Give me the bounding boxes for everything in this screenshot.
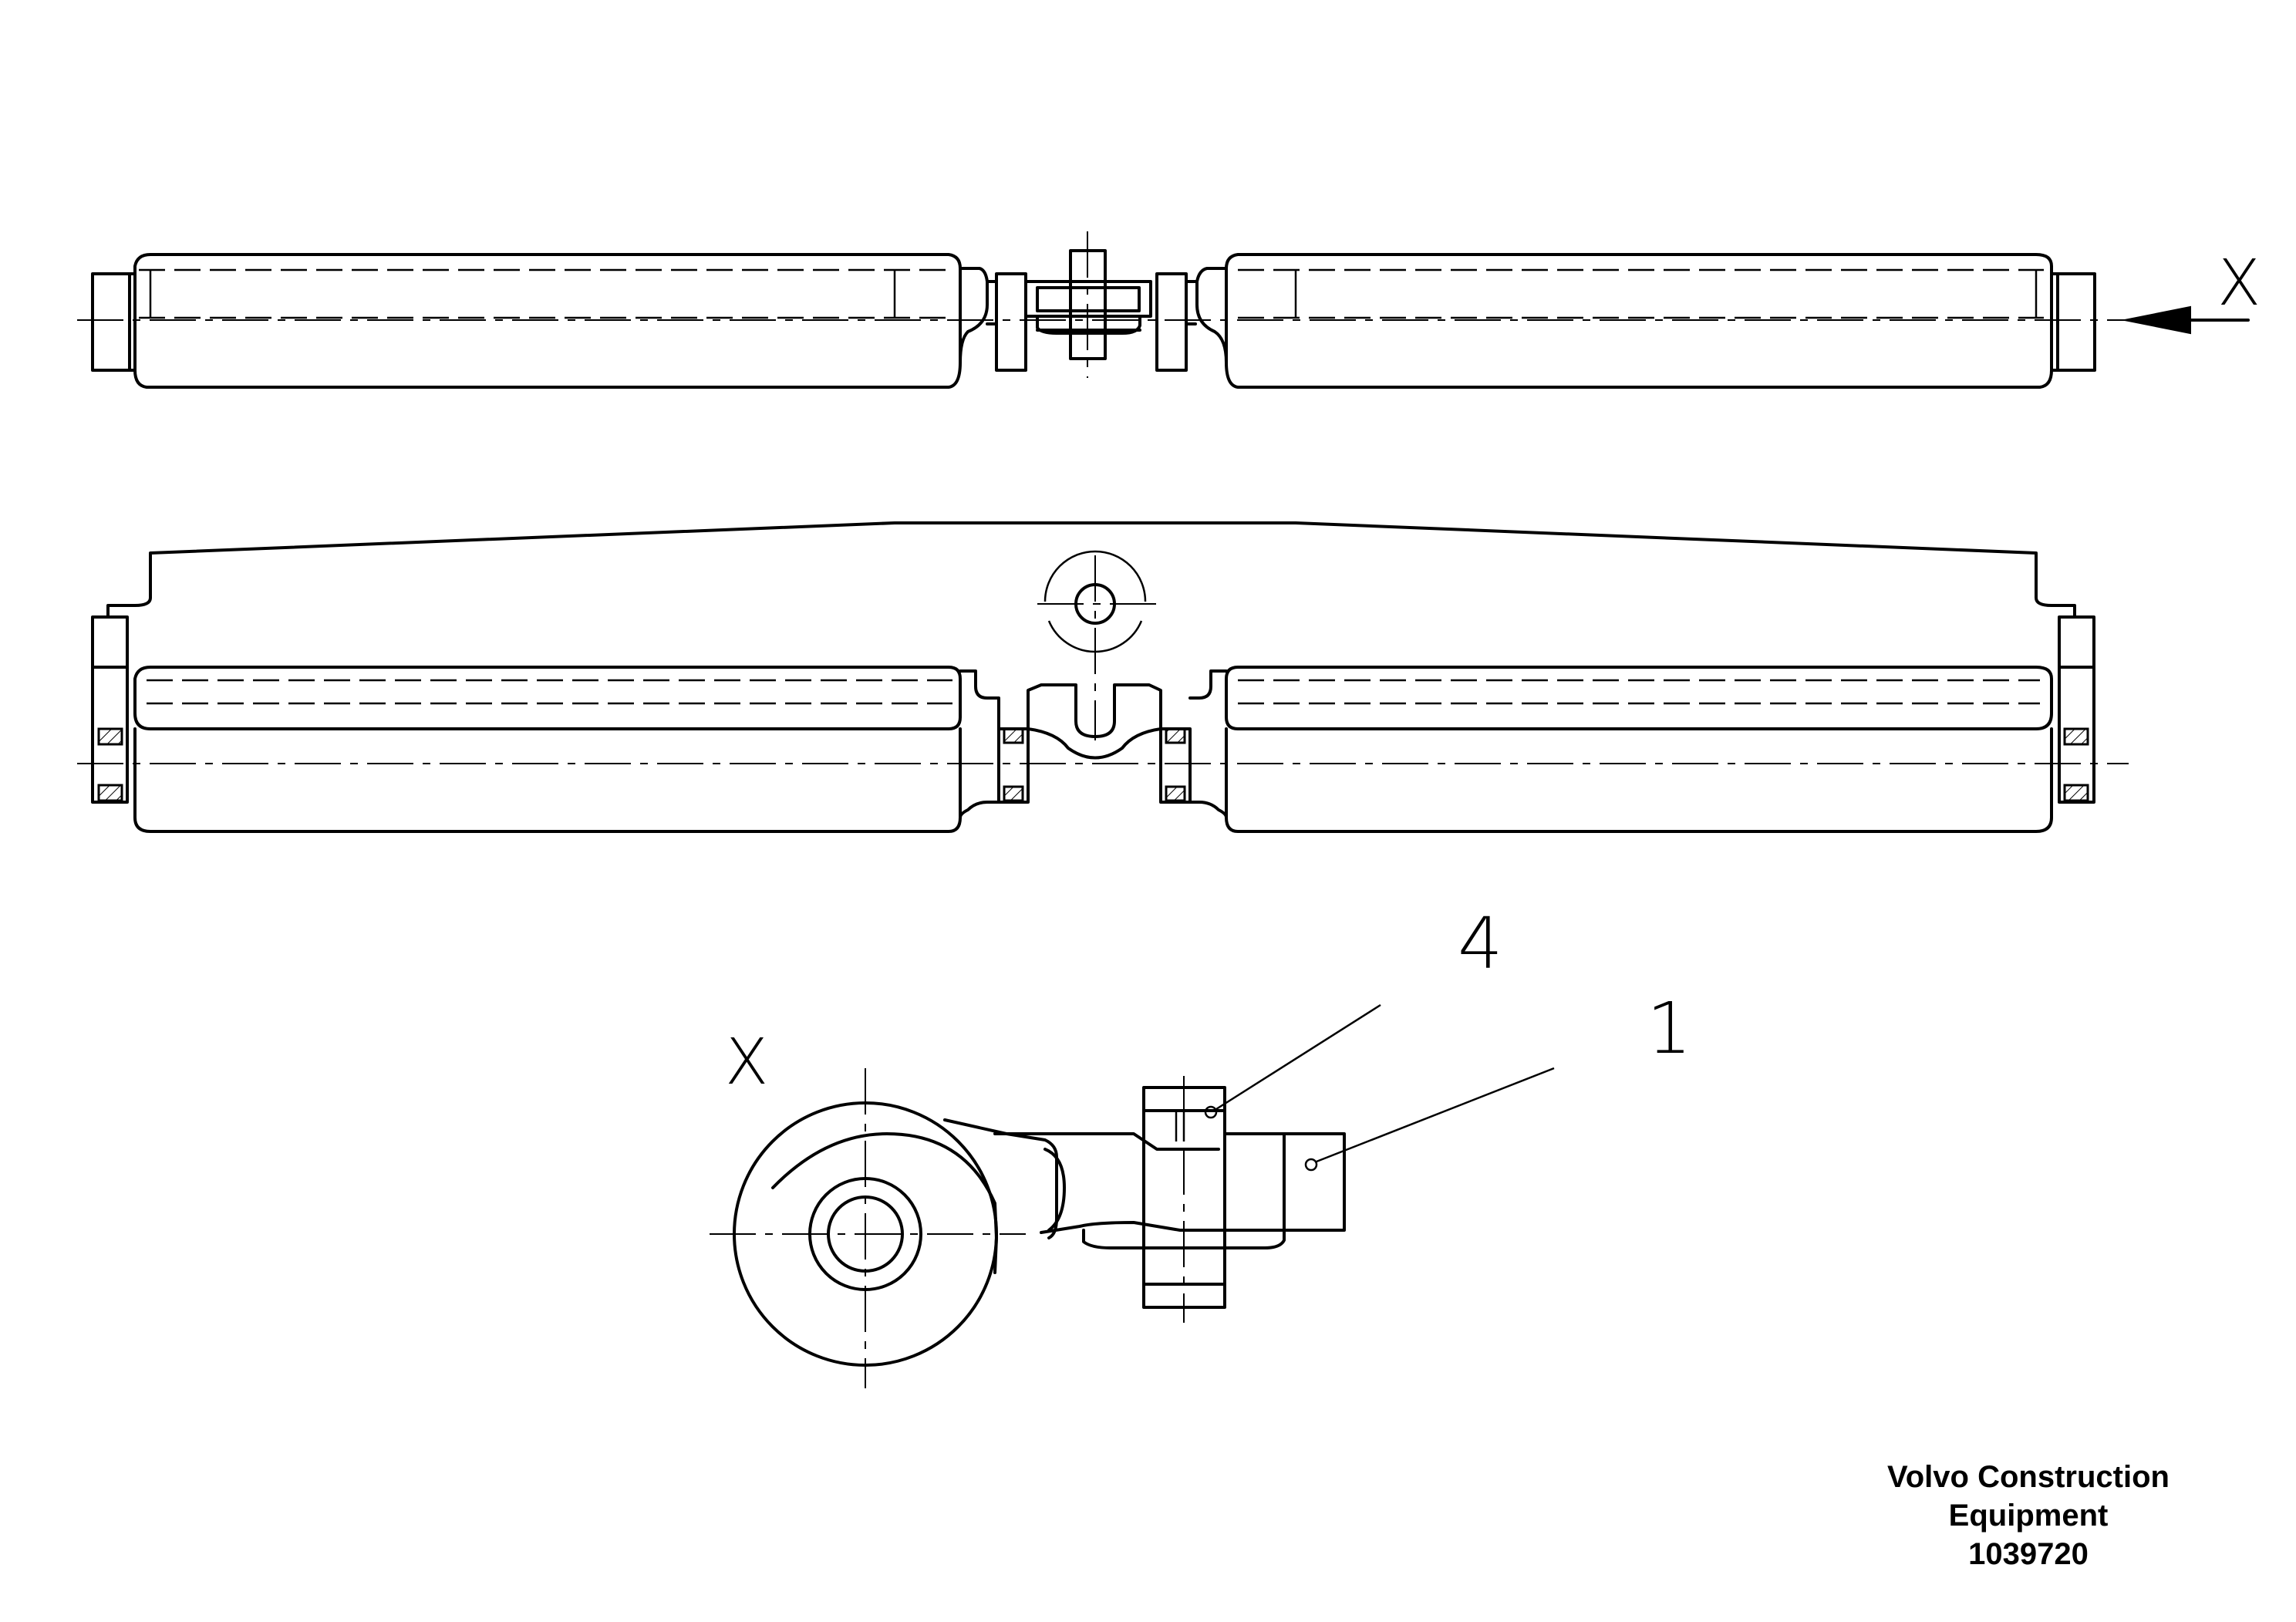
front-right-upper-roller	[1225, 666, 2053, 730]
front-left-upper-roller	[133, 666, 962, 730]
view-arrow-label: X	[2217, 247, 2261, 320]
section-eye-arm	[771, 1132, 998, 1274]
top-center-bar-inner	[1036, 286, 1141, 312]
front-left-neck	[959, 669, 1000, 819]
front-left-end-cap	[91, 615, 129, 804]
section-eye-bore	[808, 1177, 922, 1291]
top-right-yoke	[1155, 272, 1188, 372]
callout-1-point	[1304, 1158, 1318, 1172]
section-view-x: X 4 1	[710, 902, 1692, 1388]
front-right-end-cap	[2058, 615, 2095, 804]
callout-4-point	[1204, 1105, 1218, 1119]
callout-4-label: 4	[1458, 902, 1503, 985]
front-center-link	[1027, 683, 1162, 760]
footer-company-line2: Equipment	[1948, 1499, 2109, 1533]
footer-drawing-number: 1039720	[1968, 1537, 2089, 1571]
top-left-neck	[959, 267, 989, 364]
top-right-end-cap	[2056, 272, 2096, 372]
top-left-end-cap	[91, 272, 131, 372]
callout-4-leader	[1215, 1003, 1381, 1111]
front-body-top	[149, 521, 2076, 619]
section-view-label: X	[725, 1026, 768, 1099]
front-right-neck	[1188, 669, 1228, 819]
section-eye-bushing	[827, 1195, 904, 1273]
view-arrow-head	[2124, 305, 2191, 335]
section-washer	[1082, 1229, 1286, 1249]
front-left-lower-roller	[133, 727, 962, 833]
front-view	[77, 521, 2129, 833]
section-link-bottom	[1040, 1221, 1282, 1234]
top-left-yoke	[995, 272, 1027, 372]
callout-1-leader	[1316, 1067, 1555, 1163]
top-right-neck	[1195, 267, 1228, 364]
section-lever	[943, 1118, 1058, 1239]
section-link-curve	[1043, 1148, 1066, 1232]
top-center-pin	[1069, 249, 1107, 360]
footer-company-line1: Volvo Construction	[1887, 1460, 2170, 1494]
top-center-bar	[1024, 280, 1152, 318]
callout-1-label: 1	[1647, 987, 1692, 1070]
front-right-lower-roller	[1225, 727, 2053, 833]
front-body-left-step	[106, 596, 152, 619]
front-center-hole-arc-top	[1043, 550, 1147, 602]
top-view: X	[77, 231, 2261, 389]
